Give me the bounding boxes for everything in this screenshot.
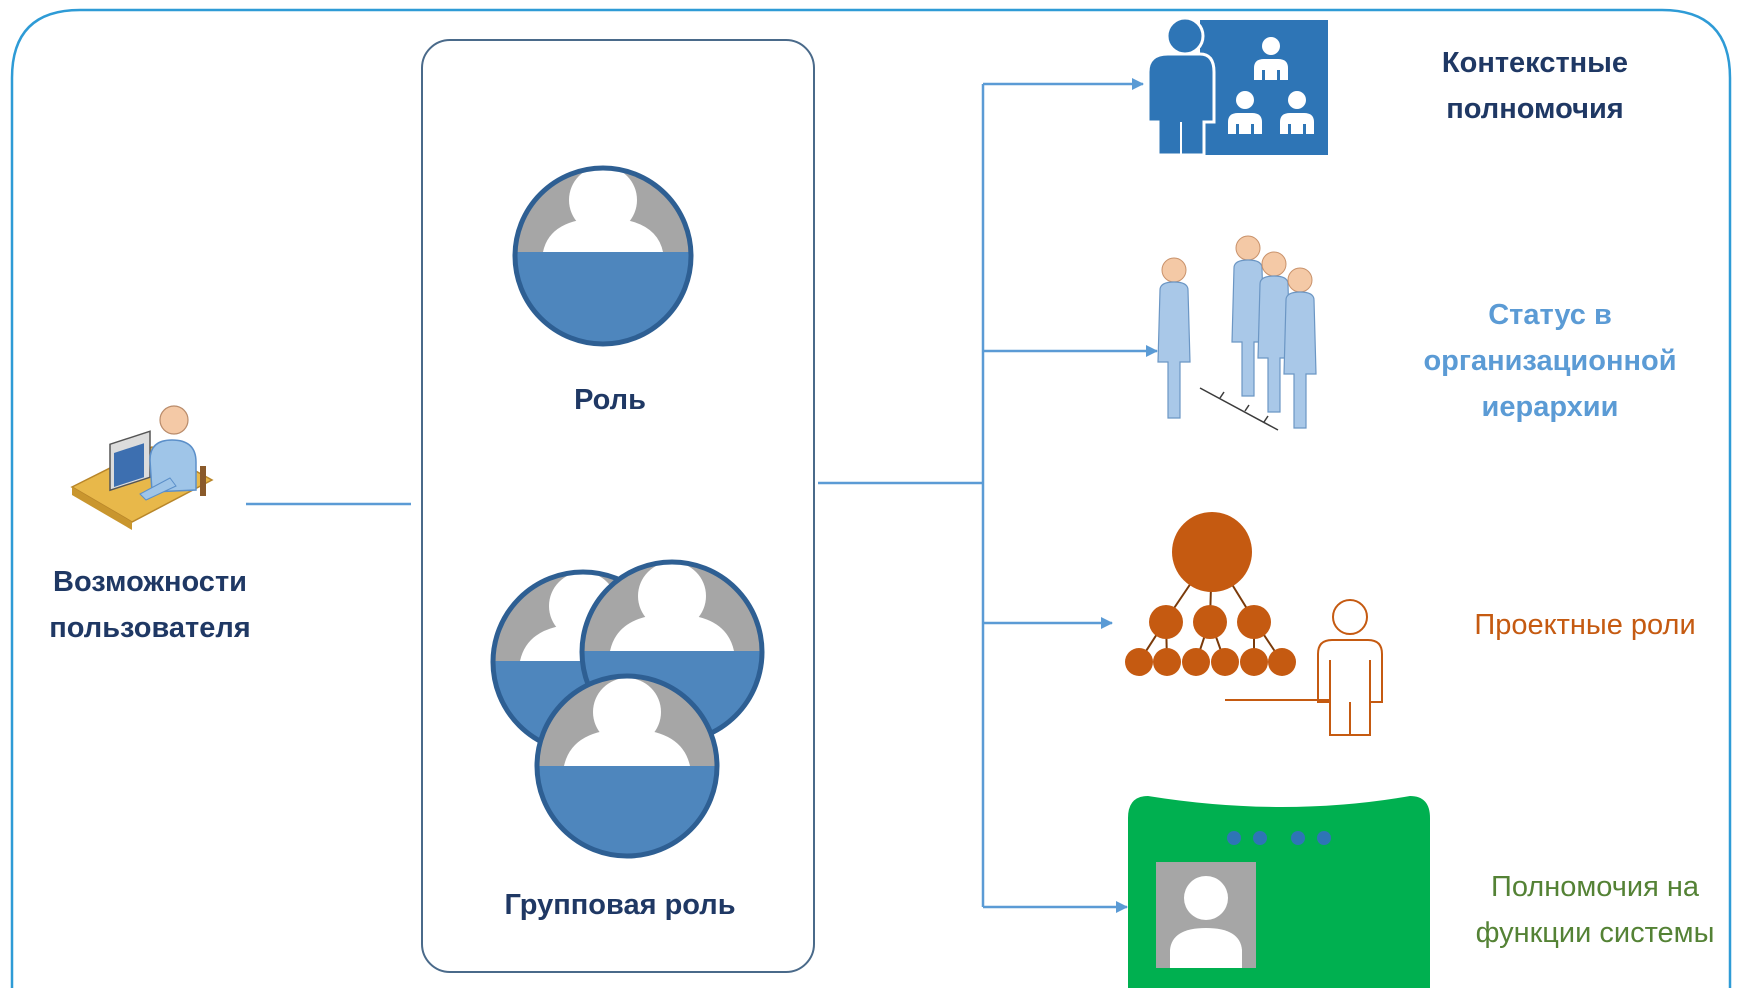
status-label-line-2: организационной — [1423, 345, 1677, 377]
user-label-line-2: пользователя — [49, 612, 251, 644]
context-label-line-2: полномочия — [1446, 93, 1624, 125]
context-authority-label: Контекстные полномочия — [1400, 40, 1670, 132]
outer-frame — [10, 8, 1732, 988]
person-left — [1157, 257, 1191, 419]
person-group — [1231, 235, 1317, 429]
system-functions-label: Полномочия на функции системы — [1450, 864, 1740, 956]
group-role-label: Групповая роль — [504, 889, 736, 921]
hierarchy-people-icon — [1157, 235, 1317, 431]
system-id-card-icon — [1128, 796, 1430, 988]
user-capabilities-label: Возможности пользователя — [30, 559, 270, 651]
status-label-line-1: Статус в — [1488, 299, 1612, 331]
context-label-line-1: Контекстные — [1441, 47, 1629, 79]
role-label: Роль — [574, 384, 646, 416]
user-label-line-1: Возможности — [53, 566, 247, 598]
context-presentation-icon — [1146, 16, 1328, 157]
system-label-line-1: Полномочия на — [1490, 871, 1700, 903]
user-at-computer-icon — [70, 405, 214, 530]
outline-person — [1225, 599, 1383, 736]
connectors — [246, 78, 1158, 913]
project-org-chart-icon — [1125, 512, 1383, 736]
hierarchy-status-label: Статус в организационной иерархии — [1400, 292, 1700, 430]
project-roles-label: Проектные роли — [1474, 609, 1696, 641]
status-label-line-3: иерархии — [1481, 391, 1619, 423]
system-label-line-2: функции системы — [1475, 917, 1715, 949]
